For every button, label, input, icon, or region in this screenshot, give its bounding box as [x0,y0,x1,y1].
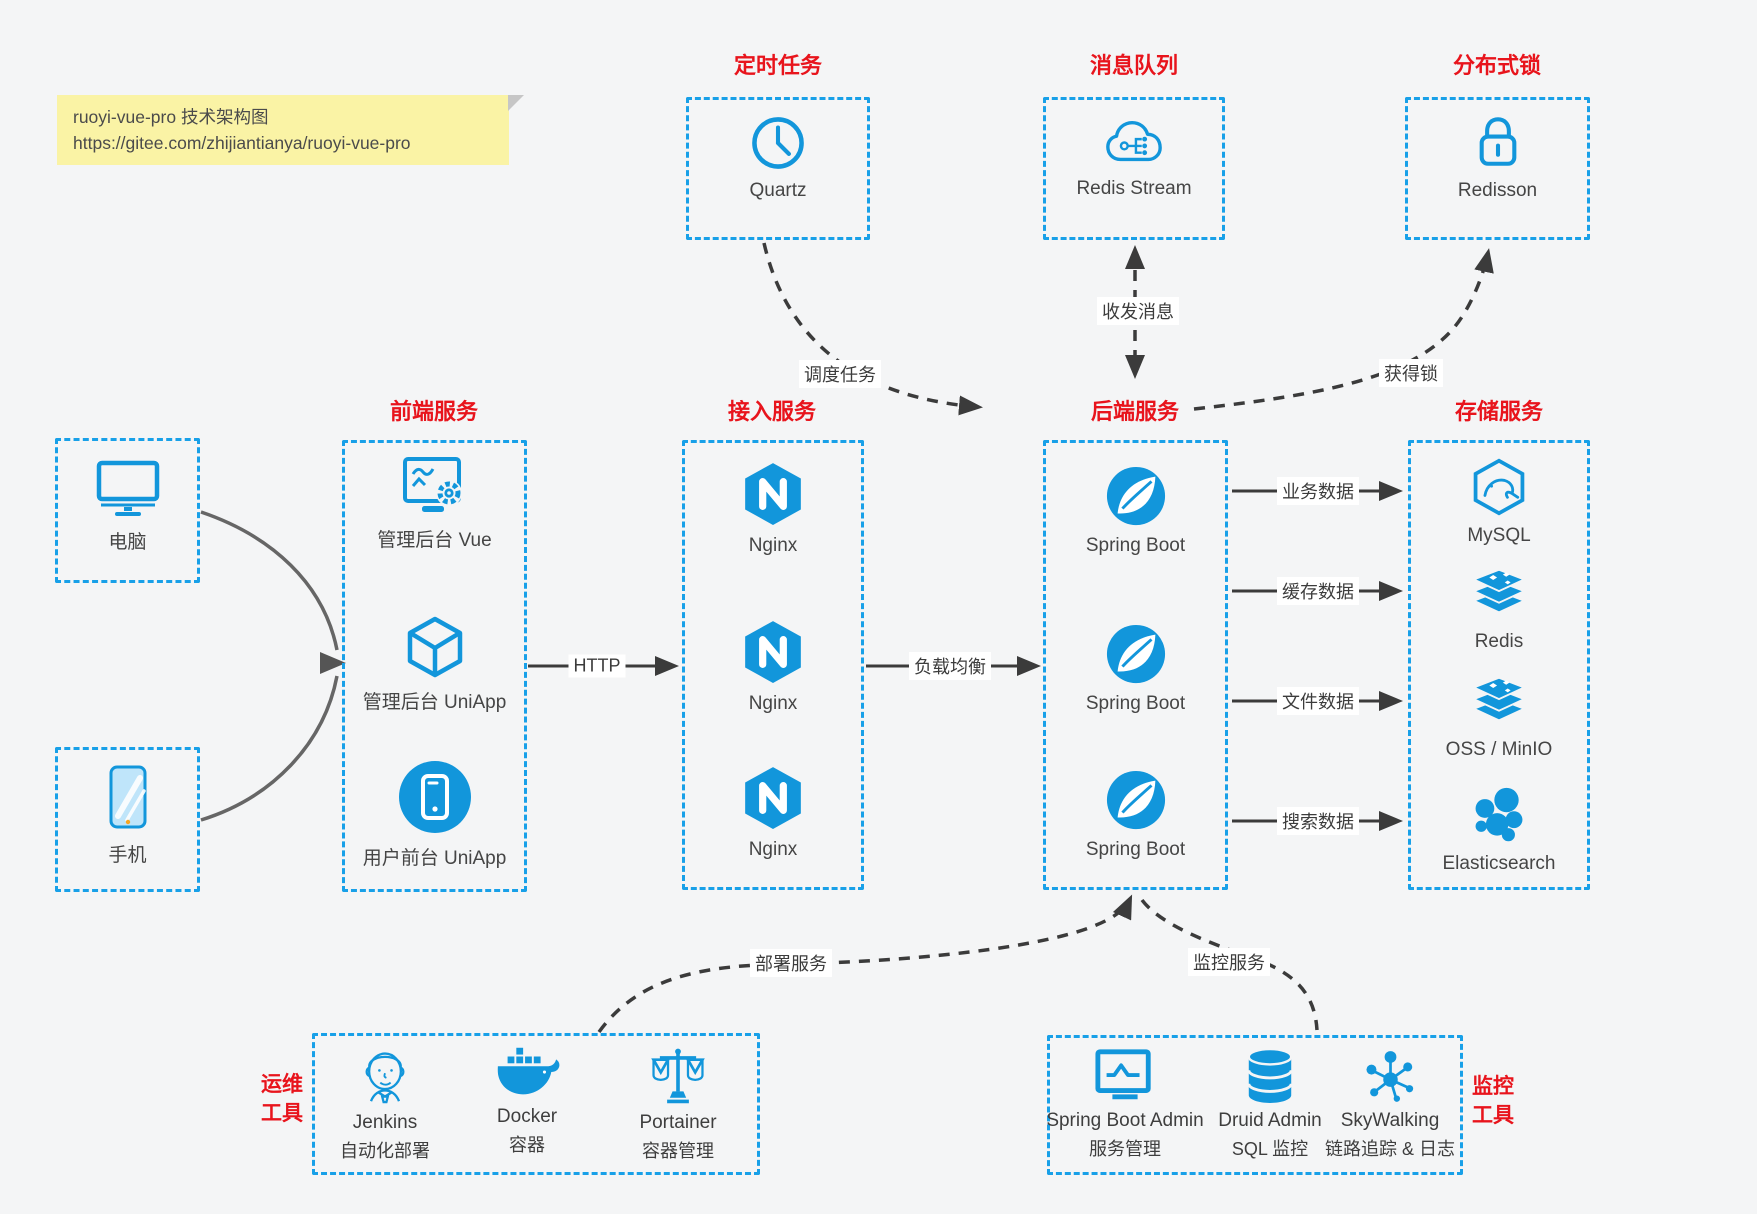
sticky-note: ruoyi-vue-pro 技术架构图 https://gitee.com/zh… [57,95,524,165]
box-client-pc: 电脑 [55,438,200,583]
client-mobile-label: 手机 [108,845,147,866]
box-redisson: Redisson [1405,97,1590,240]
lock-icon [1408,112,1587,172]
nginx-icon [685,765,861,831]
box-client-mobile: 手机 [55,747,200,892]
box-backend-services: Spring Boot Spring Boot Spring Boot [1043,440,1228,890]
portainer-name: Portainer [639,1112,717,1133]
desktop-icon [58,459,197,519]
ops-item-jenkins: Jenkins 自动化部署 [305,1045,465,1163]
header-storage-services: 存储服务 [1454,399,1543,424]
elasticsearch-label: Elasticsearch [1442,853,1556,874]
redis-stack-icon [1411,565,1587,623]
nginx-icon [685,461,861,527]
edge-label-lock: 获得锁 [1379,359,1443,387]
edge-label-load-balance: 负载均衡 [909,652,991,680]
header-message-queue: 消息队列 [1089,53,1178,78]
monitor-item-sbadmin: Spring Boot Admin 服务管理 [1020,1047,1230,1161]
elasticsearch-icon [1411,785,1587,845]
box-ops-tools [312,1033,760,1175]
docker-name: Docker [496,1106,558,1127]
monitor-item-druid: Druid Admin SQL 监控 [1195,1047,1345,1161]
client-merge-curves [200,510,339,822]
admin-vue-label: 管理后台 Vue [377,530,492,551]
user-uniapp-icon [345,759,524,835]
druid-database-icon [1195,1047,1345,1105]
message-cloud-icon [1046,116,1222,170]
skywalking-desc: 链路追踪 & 日志 [1324,1139,1455,1159]
edge-label-monitor: 监控服务 [1188,948,1270,976]
monitor-tools-side-label: 监控 工具 [1472,1075,1514,1127]
quartz-label: Quartz [749,180,807,201]
clock-icon [689,114,867,172]
edge-label-cache-data: 缓存数据 [1277,577,1359,605]
redisson-label: Redisson [1457,180,1538,201]
header-frontend-services: 前端服务 [389,399,478,424]
edge-label-http: HTTP [568,654,626,678]
spring-boot-icon [1046,769,1225,831]
box-redis-stream: Redis Stream [1043,97,1225,240]
redis-label: Redis [1474,631,1524,652]
jenkins-desc: 自动化部署 [340,1141,430,1161]
box-access-services: Nginx Nginx Nginx [682,440,864,890]
mysql-icon [1411,457,1587,517]
note-title: ruoyi-vue-pro 技术架构图 [73,107,269,127]
monitor-item-skywalking: SkyWalking 链路追踪 & 日志 [1293,1047,1488,1161]
redis-stream-label: Redis Stream [1076,178,1192,199]
ops-item-portainer: Portainer 容器管理 [603,1045,753,1163]
header-backend-services: 后端服务 [1090,399,1179,424]
skywalking-icon [1293,1047,1488,1105]
spring-boot-icon [1046,465,1225,527]
druid-name: Druid Admin [1218,1110,1322,1131]
header-access-services: 接入服务 [727,399,816,424]
user-uniapp-label: 用户前台 UniApp [362,848,507,869]
edge-label-schedule: 调度任务 [799,360,881,388]
admin-vue-icon [345,455,524,517]
springboot-admin-icon [1020,1047,1230,1105]
sbadmin-desc: 服务管理 [1089,1139,1161,1159]
box-quartz: Quartz [686,97,870,240]
box-monitor-tools [1047,1035,1463,1175]
nginx-label: Nginx [748,693,798,714]
edge-label-business-data: 业务数据 [1277,477,1359,505]
docker-icon [457,1045,597,1101]
portainer-icon [603,1045,753,1107]
skywalking-name: SkyWalking [1340,1110,1440,1131]
nginx-label: Nginx [748,535,798,556]
spring-boot-label: Spring Boot [1085,839,1186,860]
ops-tools-side-label: 运维 工具 [261,1073,303,1125]
mysql-label: MySQL [1467,525,1531,546]
admin-uniapp-label: 管理后台 UniApp [362,692,507,713]
spring-boot-label: Spring Boot [1085,535,1186,556]
nginx-icon [685,619,861,685]
oss-stack-icon [1411,673,1587,731]
acquire-lock-arrow [1193,248,1494,411]
edge-label-deploy: 部署服务 [750,949,832,977]
portainer-desc: 容器管理 [642,1141,714,1161]
ops-item-docker: Docker 容器 [457,1045,597,1157]
spring-boot-icon [1046,623,1225,685]
nginx-label: Nginx [748,839,798,860]
edge-label-file-data: 文件数据 [1277,687,1359,715]
druid-desc: SQL 监控 [1231,1139,1309,1159]
box-storage-services: MySQL Redis OSS [1408,440,1590,890]
box-frontend-services: 管理后台 Vue 管理后台 UniApp 用户前台 UniApp [342,440,527,892]
uniapp-cube-icon [345,615,524,679]
header-distributed-lock: 分布式锁 [1452,53,1541,78]
spring-boot-label: Spring Boot [1085,693,1186,714]
edge-label-message: 收发消息 [1097,297,1179,325]
deploy-service-arrow [597,894,1133,1034]
oss-minio-label: OSS / MinIO [1445,739,1553,760]
docker-desc: 容器 [509,1135,545,1155]
edge-label-search-data: 搜索数据 [1277,807,1359,835]
mobile-icon [58,764,197,832]
client-pc-label: 电脑 [108,532,147,553]
jenkins-name: Jenkins [352,1112,418,1133]
sbadmin-name: Spring Boot Admin [1046,1110,1204,1131]
header-scheduled-task: 定时任务 [733,53,822,78]
jenkins-icon [305,1045,465,1107]
note-link: https://gitee.com/zhijiantianya/ruoyi-vu… [73,133,411,153]
